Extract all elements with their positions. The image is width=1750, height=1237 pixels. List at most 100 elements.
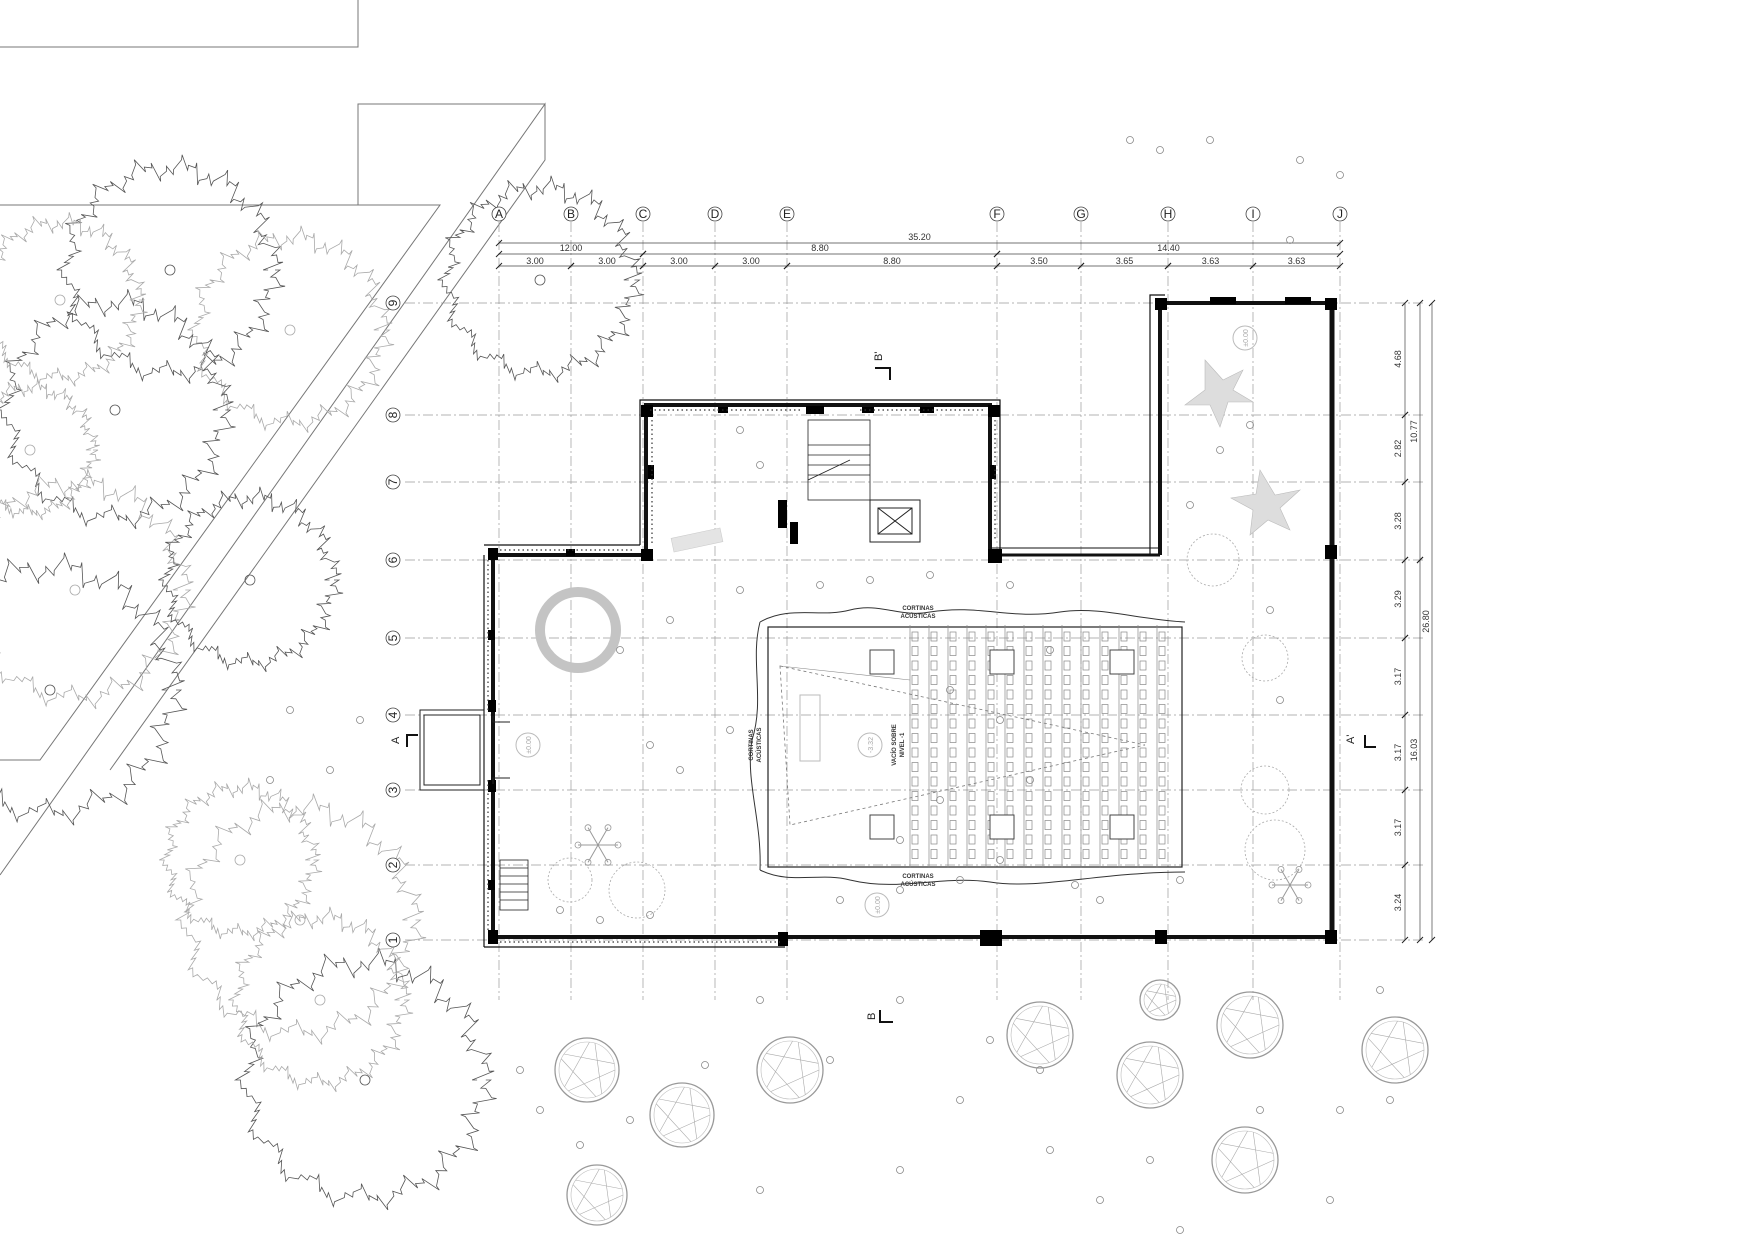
column-post [806, 406, 824, 414]
seat [968, 646, 976, 656]
auditorium-void [749, 607, 1186, 885]
seat [1082, 718, 1090, 729]
column-post [1325, 298, 1337, 310]
dim-span: 3.00 [598, 256, 616, 266]
seat [1063, 660, 1071, 671]
dim-subtotal: 14.40 [1157, 243, 1180, 253]
seat [1158, 689, 1166, 700]
seat [1025, 762, 1033, 772]
seat [1063, 646, 1071, 656]
grid-col-bubble-D: D [707, 206, 723, 222]
seat [1063, 834, 1071, 845]
tree-trunk [164, 264, 176, 276]
seat [1139, 675, 1147, 685]
person-figure [756, 461, 764, 469]
grid-row-label: 9 [386, 299, 400, 306]
dim-right-subtotal: 16.03 [1409, 739, 1419, 762]
seat [930, 834, 938, 845]
column-post [1325, 930, 1337, 944]
person-figure [516, 1066, 524, 1074]
seat [1101, 849, 1109, 859]
seat [968, 834, 976, 845]
column-post [1155, 298, 1167, 310]
column-post [1325, 545, 1337, 559]
person-figure [996, 716, 1004, 724]
person-figure [956, 1096, 964, 1104]
seat [949, 689, 957, 700]
seat [968, 733, 976, 743]
seat [968, 805, 976, 816]
column-post [790, 522, 798, 544]
seat [1044, 834, 1052, 845]
seat [1044, 805, 1052, 816]
column-post [990, 465, 996, 479]
dim-span: 3.00 [670, 256, 688, 266]
seat [1120, 704, 1128, 714]
seat [987, 675, 995, 685]
seat [1120, 733, 1128, 743]
seat [1082, 834, 1090, 845]
dim-right-span: 3.24 [1393, 894, 1403, 912]
person-figure [896, 1166, 904, 1174]
tree-trunk [54, 294, 66, 306]
column-post [488, 930, 498, 944]
seat [1120, 747, 1128, 758]
seat [987, 747, 995, 758]
tree-canopy [187, 225, 395, 433]
round-table [1186, 533, 1240, 587]
seat [1101, 660, 1109, 671]
seat [1139, 849, 1147, 859]
seat [1158, 849, 1166, 859]
seat [1158, 631, 1166, 642]
seat [1158, 704, 1166, 714]
seat [1025, 646, 1033, 656]
tree-canopy [56, 154, 286, 384]
grid-col-label: E [783, 207, 791, 221]
person-figure [896, 996, 904, 1004]
tree-trunk [109, 404, 121, 416]
dim-right-span: 3.17 [1393, 668, 1403, 686]
seat [968, 747, 976, 758]
person-figure [756, 996, 764, 1004]
seat [1006, 805, 1014, 816]
seat [1082, 805, 1090, 816]
tree-trunk [294, 914, 306, 926]
dim-span: 3.65 [1116, 256, 1134, 266]
seat [1082, 791, 1090, 801]
section-b-top-label: B' [873, 352, 885, 361]
windows [487, 409, 996, 943]
curtains-bottom-line2: ACÚSTICAS [900, 881, 935, 888]
seat [1101, 733, 1109, 743]
seat [1139, 631, 1147, 642]
tree-circle [756, 1036, 824, 1104]
seat [1044, 762, 1052, 772]
tree-trunk [284, 324, 296, 336]
person-figure [956, 876, 964, 884]
grid-row-bubble-5: 5 [385, 630, 401, 646]
dim-right-span: 2.82 [1393, 440, 1403, 458]
person-figure [701, 1061, 709, 1069]
column-post [488, 780, 496, 792]
seat [1082, 646, 1090, 656]
seat [1044, 718, 1052, 729]
seat [1158, 747, 1166, 758]
tree-canopy [158, 486, 344, 673]
seat [911, 675, 919, 685]
person-figure [356, 716, 364, 724]
tree-canopy [0, 289, 236, 530]
dim-right-span: 3.17 [1393, 819, 1403, 837]
section-b-bottom-label: B [866, 1013, 878, 1020]
seat [949, 820, 957, 830]
seat [1139, 646, 1147, 656]
void-level: -3.32 [868, 737, 875, 753]
grid-col-bubble-H: H [1160, 206, 1176, 222]
seat [911, 820, 919, 830]
dim-span: 3.00 [526, 256, 544, 266]
column-post [488, 548, 498, 560]
column-post [980, 930, 1002, 946]
seat [930, 718, 938, 729]
seat [1082, 820, 1090, 830]
seat [911, 747, 919, 758]
seat [930, 689, 938, 700]
